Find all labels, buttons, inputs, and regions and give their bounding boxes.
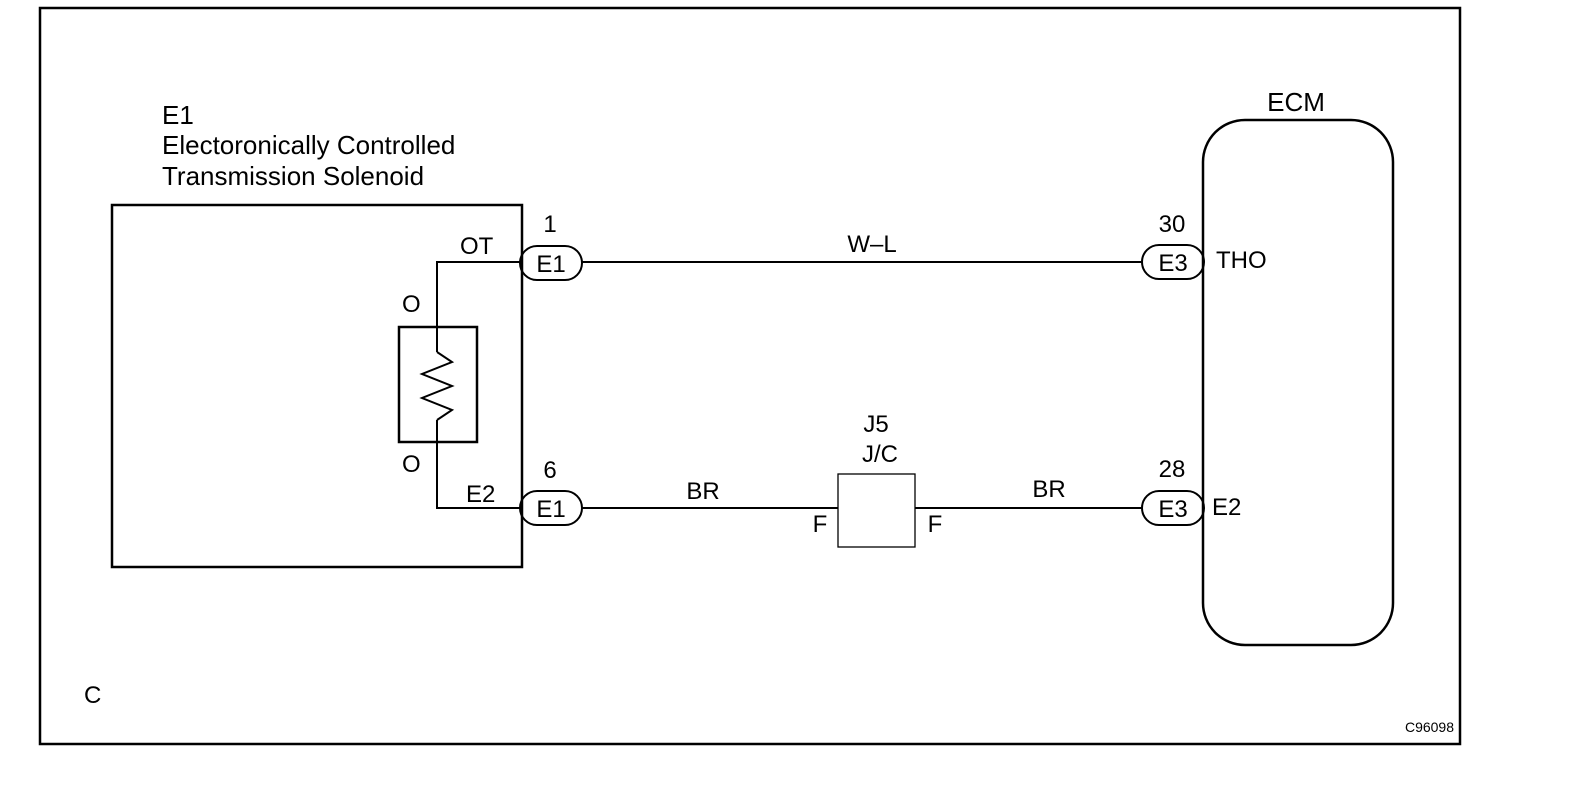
ecm-label: ECM (1267, 87, 1325, 117)
terminal-e2-left: E2 (466, 481, 495, 508)
connector-e3-bottom-pin: 28 (1159, 456, 1186, 483)
junction-right-pin: F (928, 511, 943, 538)
wire-bottom-right-color: BR (1032, 476, 1065, 503)
connector-e3-top-pin: 30 (1159, 211, 1186, 238)
component-id: E1 (162, 100, 194, 130)
connector-e1-top-label: E1 (536, 251, 565, 278)
component-name-line1: Electoronically Controlled (162, 130, 455, 160)
connector-e3-top-label: E3 (1158, 250, 1187, 277)
component-name-line2: Transmission Solenoid (162, 161, 424, 191)
diagram-frame (38, 6, 1462, 746)
internal-wire-bottom (436, 420, 522, 509)
junction-type: J/C (862, 441, 898, 468)
connector-e1-top-pin: 1 (543, 211, 556, 238)
junction-left-pin: F (813, 511, 828, 538)
terminal-ot: OT (460, 233, 494, 260)
figure-code: C96098 (1405, 719, 1454, 735)
connector-e1-bottom-label: E1 (536, 496, 565, 523)
sensor-mark-bottom: O (402, 451, 421, 478)
connector-e3-bottom-label: E3 (1158, 496, 1187, 523)
junction-box (837, 473, 916, 548)
thermistor-icon (419, 351, 455, 421)
thermistor-box (397, 325, 479, 444)
sensor-mark-top: O (402, 291, 421, 318)
wire-top-color: W–L (847, 231, 896, 258)
internal-wire-top (436, 261, 522, 352)
ecm-box (1201, 118, 1395, 647)
ecm-terminal-e2: E2 (1212, 494, 1241, 521)
connector-e1-bottom-pin: 6 (543, 457, 556, 484)
junction-id: J5 (863, 411, 888, 438)
ecm-terminal-tho: THO (1216, 247, 1267, 274)
corner-label: C (84, 682, 101, 709)
solenoid-box (110, 203, 524, 569)
wire-bottom-left-color: BR (686, 478, 719, 505)
